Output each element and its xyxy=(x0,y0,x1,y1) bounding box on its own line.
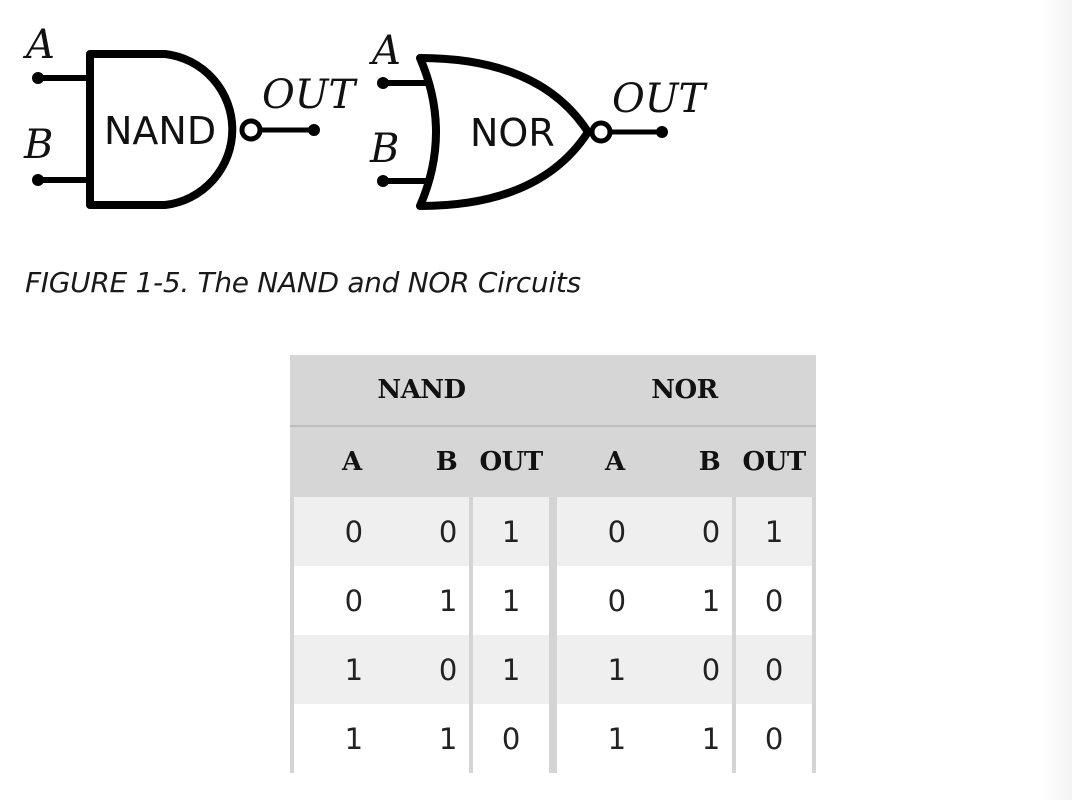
nor-inversion-bubble xyxy=(589,120,613,144)
table-cell: 1 xyxy=(469,566,553,635)
group-header-row: NAND NOR xyxy=(290,355,816,427)
table-cell: 0 xyxy=(290,497,414,566)
nand-input-a-terminal xyxy=(32,72,44,84)
nor-gate: A B NOR OUT xyxy=(368,28,709,210)
table-cell: 1 xyxy=(732,497,816,566)
table-row: 1 0 1 1 0 0 xyxy=(290,635,816,704)
table-cell: 0 xyxy=(676,635,733,704)
table-cell: 0 xyxy=(413,635,470,704)
nand-gate: A B NAND OUT xyxy=(22,22,359,209)
table-cell: 1 xyxy=(676,704,733,773)
page-edge-shadow xyxy=(1042,0,1072,800)
nand-gate-body xyxy=(86,50,237,209)
figure-caption: FIGURE 1-5. The NAND and NOR Circuits xyxy=(25,266,581,299)
table-cell: 1 xyxy=(290,704,414,773)
table-cell: 0 xyxy=(732,635,816,704)
nor-input-b-label: B xyxy=(369,126,399,172)
table-cell: 1 xyxy=(469,497,553,566)
nor-output-terminal xyxy=(656,126,668,138)
nor-gate-body xyxy=(416,54,592,210)
nand-group-header: NAND xyxy=(290,355,553,427)
table-cell: 0 xyxy=(732,566,816,635)
table-row: 0 1 1 0 1 0 xyxy=(290,566,816,635)
nand-col-out-header: OUT xyxy=(469,427,553,497)
table-row: 1 1 0 1 1 0 xyxy=(290,704,816,773)
table-cell: 1 xyxy=(469,635,553,704)
table-cell: 0 xyxy=(552,497,677,566)
nor-col-b-header: B xyxy=(676,427,733,497)
table-cell: 0 xyxy=(413,497,470,566)
nor-input-a-terminal xyxy=(377,77,389,89)
nand-col-a-header: A xyxy=(290,427,414,497)
nand-input-b-label: B xyxy=(23,122,53,168)
circuit-svg: A B NAND OUT A B NOR OUT xyxy=(22,22,709,210)
table-cell: 1 xyxy=(552,635,677,704)
nand-gate-label: NAND xyxy=(104,109,216,153)
table-cell: 1 xyxy=(290,635,414,704)
nor-input-b-terminal xyxy=(377,175,389,187)
table-cell: 1 xyxy=(413,566,470,635)
nor-gate-label: NOR xyxy=(470,111,555,155)
nand-input-a-label: A xyxy=(22,22,55,68)
table-cell: 0 xyxy=(290,566,414,635)
nand-nor-circuit-diagram: A B NAND OUT A B NOR OUT xyxy=(0,0,760,240)
nand-input-b-terminal xyxy=(32,174,44,186)
nor-output-label: OUT xyxy=(612,76,709,122)
nor-group-header: NOR xyxy=(552,355,816,427)
truth-table: NAND NOR A B OUT A B OUT 0 0 1 0 0 1 0 1… xyxy=(290,355,816,773)
table-cell: 0 xyxy=(552,566,677,635)
table-cell: 0 xyxy=(676,497,733,566)
nor-col-a-header: A xyxy=(552,427,677,497)
nor-input-a-label: A xyxy=(368,28,401,74)
column-header-row: A B OUT A B OUT xyxy=(290,427,816,497)
table-cell: 1 xyxy=(676,566,733,635)
table-cell: 0 xyxy=(469,704,553,773)
table-row: 0 0 1 0 0 1 xyxy=(290,497,816,566)
nand-col-b-header: B xyxy=(413,427,470,497)
nand-inversion-bubble xyxy=(239,118,263,142)
table-cell: 1 xyxy=(413,704,470,773)
nand-output-label: OUT xyxy=(262,72,359,118)
table-cell: 0 xyxy=(732,704,816,773)
table-cell: 1 xyxy=(552,704,677,773)
nand-output-terminal xyxy=(308,124,320,136)
nor-col-out-header: OUT xyxy=(732,427,816,497)
